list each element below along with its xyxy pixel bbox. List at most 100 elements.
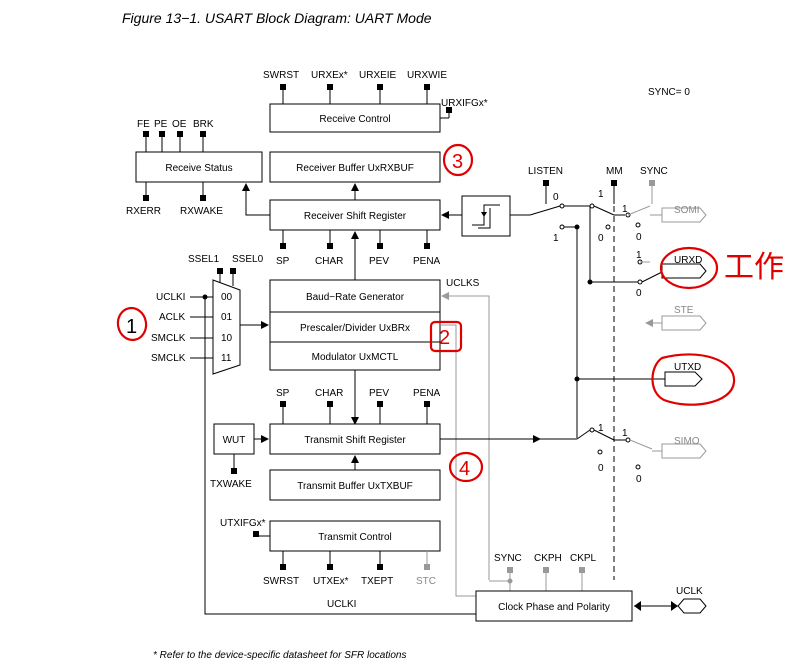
deglitch-filter-block [461, 195, 511, 237]
rx-format-bits: SP CHAR PEV PENA [276, 230, 441, 267]
annotation-note-2: 2 [439, 327, 450, 349]
baud-rate-label: Baud−Rate Generator [306, 292, 405, 303]
footnote: * Refer to the device-specific datasheet… [153, 650, 406, 661]
signal-utxe: UTXEx* [313, 576, 349, 587]
signal-pe: PE [154, 119, 168, 130]
uclk-pin [677, 598, 707, 614]
signal-ssel1: SSEL1 [188, 254, 220, 265]
receive-control-block [269, 103, 441, 133]
signal-pena-rx: PENA [413, 256, 441, 267]
sync-mode-label: SYNC= 0 [648, 87, 690, 98]
signal-ssel0: SSEL0 [232, 254, 264, 265]
signal-aclk: ACLK [159, 312, 185, 323]
somi-pin [661, 207, 707, 223]
signal-pev-tx: PEV [369, 388, 389, 399]
figure-title: Figure 13−1. USART Block Diagram: UART M… [122, 10, 432, 26]
receiver-buffer-label: Receiver Buffer UxRXBUF [296, 163, 414, 174]
clock-phase-block [475, 590, 633, 622]
mm-1-label: 1 [598, 189, 604, 200]
signal-sync-cp: SYNC [494, 553, 522, 564]
handwritten-annotation-1: 1 [116, 306, 148, 342]
mm-0-label: 0 [598, 233, 604, 244]
signal-uclks: UCLKS [446, 278, 480, 289]
handwritten-chinese-note: 工作 [724, 250, 784, 285]
annotation-note-3: 3 [452, 151, 463, 173]
mux-11-label: 11 [221, 353, 232, 364]
receive-status-bits: FE PE OE BRK [137, 119, 214, 152]
signal-listen: LISTEN [528, 166, 563, 177]
signal-simo: SIMO [674, 436, 700, 447]
simo-sw-1-label: 1 [622, 428, 628, 439]
tx-sw-0-label: 0 [598, 463, 604, 474]
mux-10-label: 10 [221, 333, 233, 344]
clock-source-mux [212, 279, 241, 375]
handwritten-annotation-3: 3 [442, 143, 474, 177]
signal-utxd: UTXD [674, 362, 701, 373]
clock-phase-label: Clock Phase and Polarity [498, 602, 610, 613]
listen-0-label: 0 [553, 192, 559, 203]
signal-uclki-in: UCLKI [156, 292, 185, 303]
signal-txept: TXEPT [361, 576, 393, 587]
urxd-0-label: 0 [636, 288, 642, 299]
signal-pev-rx: PEV [369, 256, 389, 267]
signal-utxifg: UTXIFGx* [220, 518, 266, 529]
signal-ckpl: CKPL [570, 553, 597, 564]
signal-rxerr: RXERR [126, 206, 161, 217]
signal-ckph: CKPH [534, 553, 562, 564]
signal-brk: BRK [193, 119, 214, 130]
receive-status-label: Receive Status [165, 163, 232, 174]
listen-1-label: 1 [553, 233, 559, 244]
signal-swrst-bottom: SWRST [263, 576, 299, 587]
sync-sw-1-label: 1 [622, 204, 628, 215]
signal-sp-rx: SP [276, 256, 290, 267]
transmit-control-block [269, 520, 441, 552]
signal-ste: STE [674, 305, 694, 316]
simo-sw-0-label: 0 [636, 474, 642, 485]
transmit-buffer-label: Transmit Buffer UxTXBUF [297, 481, 413, 492]
signal-fe: FE [137, 119, 150, 130]
modulator-label: Modulator UxMCTL [312, 352, 399, 363]
tx-format-bits: SP CHAR PEV PENA [276, 388, 441, 424]
mux-00-label: 00 [221, 292, 233, 303]
urxd-pin [661, 263, 707, 279]
signal-urxeie: URXEIE [359, 70, 397, 81]
utxd-pin [664, 371, 703, 387]
signal-smclk-11: SMCLK [151, 353, 186, 364]
annotation-note-4: 4 [459, 458, 470, 480]
wut-label: WUT [223, 435, 246, 446]
signal-uclk: UCLK [676, 586, 703, 597]
signal-urxwie: URXWIE [407, 70, 447, 81]
signal-rxwake: RXWAKE [180, 206, 223, 217]
signal-char-tx: CHAR [315, 388, 343, 399]
receiver-shift-label: Receiver Shift Register [304, 211, 407, 222]
receive-status-block [135, 151, 263, 183]
transmit-buffer-block [269, 469, 441, 501]
signal-stc: STC [416, 576, 436, 587]
signal-sp-tx: SP [276, 388, 290, 399]
signal-txwake: TXWAKE [210, 479, 252, 490]
handwritten-annotation-2: 2 [429, 320, 463, 353]
signal-urxifg: URXIFGx* [441, 98, 488, 109]
annotation-note-1: 1 [126, 316, 137, 338]
signal-sync-switch: SYNC [640, 166, 668, 177]
prescaler-label: Prescaler/Divider UxBRx [300, 323, 410, 334]
baud-rate-generator-block [269, 279, 441, 371]
signal-smclk-10: SMCLK [151, 333, 186, 344]
signal-uclki-bottom: UCLKI [327, 599, 356, 610]
tx-sw-1-label: 1 [598, 423, 604, 434]
receiver-shift-block [269, 199, 441, 231]
signal-swrst-top: SWRST [263, 70, 299, 81]
signal-oe: OE [172, 119, 187, 130]
receive-control-label: Receive Control [319, 114, 390, 125]
handwritten-annotation-4: 4 [448, 451, 484, 483]
signal-somi: SOMI [674, 205, 700, 216]
transmit-shift-label: Transmit Shift Register [304, 435, 406, 446]
handwritten-utxd-circle [651, 353, 736, 406]
transmit-control-label: Transmit Control [318, 532, 392, 543]
signal-mm: MM [606, 166, 623, 177]
receiver-buffer-block [269, 151, 441, 183]
sync-sw-0-label: 0 [636, 232, 642, 243]
receive-control-bits: SWRST URXEx* URXEIE URXWIE [263, 70, 447, 104]
signal-urxe: URXEx* [311, 70, 348, 81]
